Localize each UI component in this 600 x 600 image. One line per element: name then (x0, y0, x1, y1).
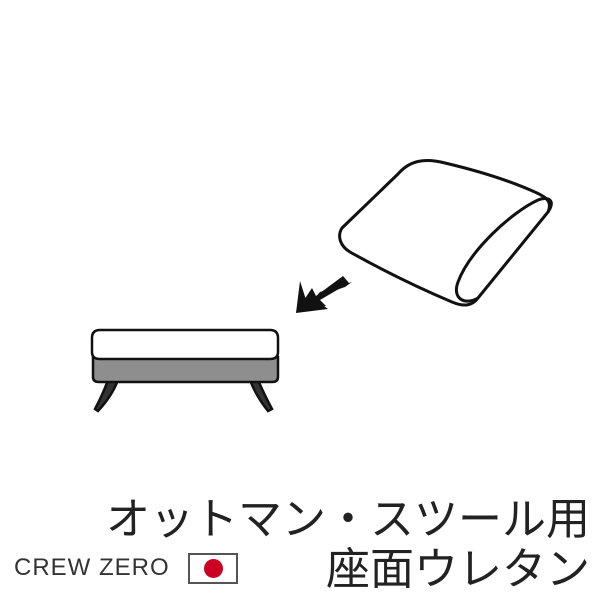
product-title-line2: 座面ウレタン (326, 544, 590, 595)
japan-flag-icon (188, 553, 238, 584)
brand-name: CREW ZERO (14, 554, 170, 581)
ottoman-illustration (90, 328, 280, 413)
product-title-line1: オットマン・スツール用 (106, 494, 590, 545)
arrow-icon (296, 276, 352, 313)
flag-red-circle (203, 559, 223, 578)
seat-cushion-illustration (338, 159, 553, 307)
